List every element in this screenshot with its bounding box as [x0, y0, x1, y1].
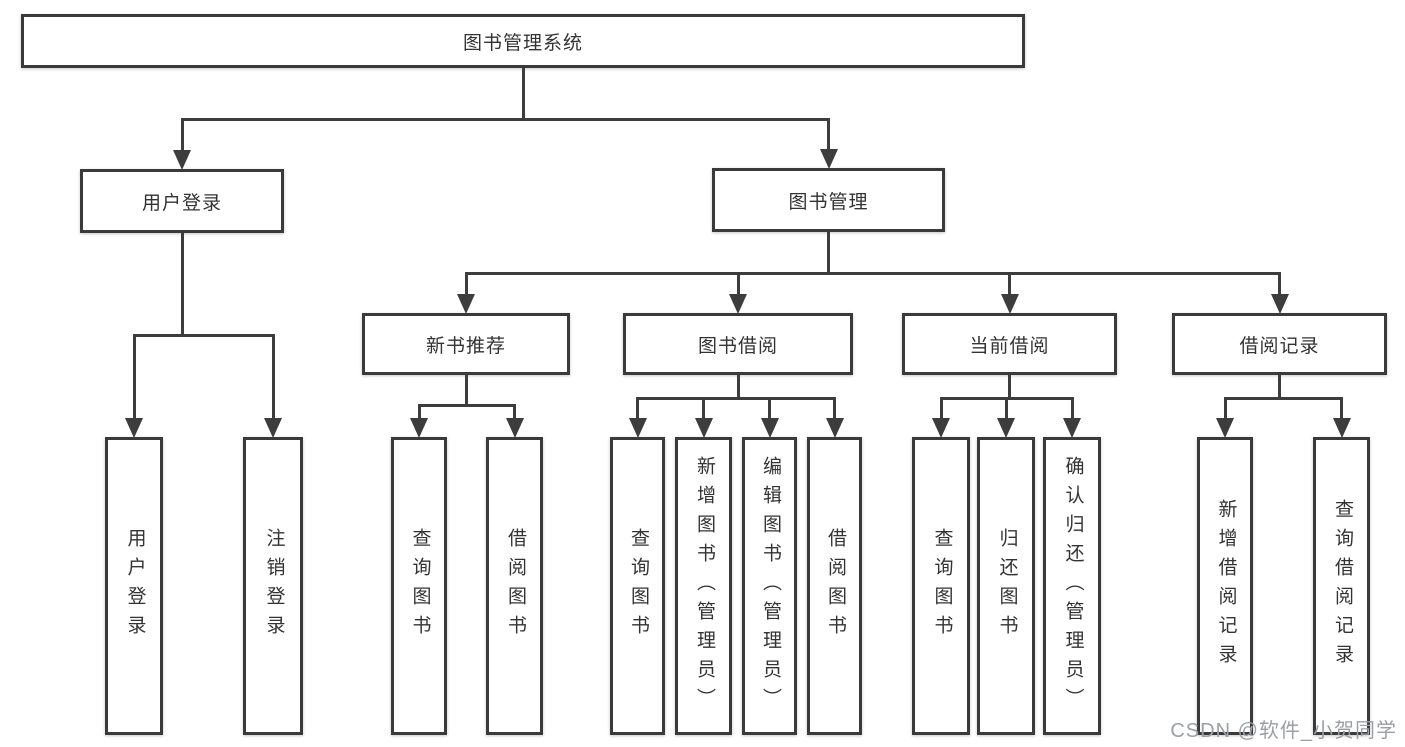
- connector-line: [1070, 398, 1074, 421]
- arrow-down-icon: [505, 418, 524, 438]
- node-system: 图书管理系统: [21, 14, 1025, 68]
- connector-line: [702, 398, 705, 421]
- arrow-down-icon: [760, 418, 779, 438]
- arrow-down-icon: [1332, 418, 1351, 438]
- node-label: 归还图书: [996, 528, 1018, 644]
- node-label: 确认归还（管理员）: [1062, 455, 1084, 717]
- node-label: 图书借阅: [697, 335, 778, 357]
- connector-line: [464, 375, 468, 405]
- node-bb-query-books: 查询图书: [610, 437, 665, 735]
- arrow-down-icon: [1000, 294, 1019, 314]
- connector-line: [464, 273, 468, 297]
- connector-line: [1008, 273, 1011, 297]
- connector-line: [1004, 398, 1008, 421]
- arrow-down-icon: [729, 294, 747, 314]
- connector-line: [180, 117, 830, 121]
- node-label: 查询借阅记录: [1331, 499, 1353, 673]
- node-cb-query-books: 查询图书: [912, 437, 970, 735]
- arrow-down-icon: [173, 150, 191, 170]
- arrow-down-icon: [1063, 418, 1081, 438]
- node-book-borrowing: 图书借阅: [623, 313, 853, 375]
- node-label: 借阅记录: [1239, 335, 1320, 357]
- node-label: 新增借阅记录: [1215, 499, 1237, 673]
- node-label: 借阅图书: [504, 528, 526, 644]
- connector-line: [417, 405, 421, 421]
- connector-line: [1278, 375, 1281, 398]
- node-current-borrowing: 当前借阅: [902, 313, 1117, 375]
- node-label: 注销登录: [263, 528, 285, 644]
- arrow-down-icon: [825, 418, 844, 438]
- arrow-down-icon: [125, 418, 143, 438]
- node-cb-confirm-return: 确认归还（管理员）: [1043, 437, 1101, 735]
- connector-line: [736, 273, 740, 297]
- connector-line: [271, 335, 275, 421]
- connector-line: [464, 271, 1281, 275]
- connector-line: [1008, 375, 1011, 398]
- node-cb-return-books: 归还图书: [977, 437, 1035, 735]
- connector-line: [521, 68, 525, 119]
- node-label: 新书推荐: [425, 335, 506, 357]
- node-bb-edit-books: 编辑图书（管理员）: [742, 437, 797, 735]
- node-label: 当前借阅: [969, 335, 1050, 357]
- connector-line: [939, 398, 943, 421]
- arrow-down-icon: [819, 149, 838, 169]
- node-label: 图书管理系统: [462, 32, 583, 54]
- node-bb-borrow-books: 借阅图书: [807, 437, 862, 735]
- node-label: 编辑图书（管理员）: [759, 455, 781, 717]
- node-br-query-record: 查询借阅记录: [1313, 437, 1370, 735]
- node-new-book-recommend: 新书推荐: [362, 313, 570, 375]
- node-label: 图书管理: [788, 191, 869, 213]
- connector-line: [636, 396, 836, 400]
- connector-line: [1223, 396, 1343, 400]
- node-label: 查询图书: [627, 528, 649, 644]
- arrow-down-icon: [410, 418, 428, 438]
- node-user-login-action: 用户登录: [105, 437, 163, 735]
- connector-line: [180, 233, 184, 335]
- arrow-down-icon: [694, 418, 713, 438]
- node-label: 借阅图书: [824, 528, 846, 644]
- node-label: 用户登录: [124, 528, 146, 644]
- csdn-watermark: CSDN @软件_小贺同学: [1170, 720, 1397, 742]
- connector-line: [1340, 398, 1343, 421]
- arrow-down-icon: [628, 418, 647, 438]
- node-nb-query-books: 查询图书: [391, 437, 447, 735]
- arrow-down-icon: [457, 294, 475, 314]
- connector-line: [827, 232, 830, 273]
- node-book-management: 图书管理: [712, 168, 945, 232]
- arrow-down-icon: [1216, 418, 1234, 438]
- connector-line: [132, 335, 136, 421]
- node-user-login: 用户登录: [80, 169, 284, 233]
- node-borrow-records: 借阅记录: [1172, 313, 1387, 375]
- node-label: 查询图书: [409, 528, 431, 644]
- connector-line: [768, 398, 771, 421]
- connector-line: [1278, 273, 1281, 297]
- node-label: 用户登录: [141, 192, 222, 214]
- connector-line: [636, 398, 639, 421]
- connector-line: [1223, 398, 1227, 421]
- connector-line: [180, 119, 184, 153]
- arrow-down-icon: [932, 418, 950, 438]
- connector-line: [513, 405, 516, 421]
- node-nb-borrow-books: 借阅图书: [486, 437, 543, 735]
- arrow-down-icon: [264, 418, 282, 438]
- node-bb-add-books: 新增图书（管理员）: [675, 437, 732, 735]
- connector-line: [833, 398, 836, 421]
- arrow-down-icon: [997, 418, 1015, 438]
- node-logout-action: 注销登录: [243, 437, 303, 735]
- connector-line: [417, 403, 516, 407]
- node-br-add-record: 新增借阅记录: [1197, 437, 1253, 735]
- node-label: 查询图书: [931, 528, 953, 644]
- connector-line: [132, 333, 275, 337]
- arrow-down-icon: [1270, 294, 1289, 314]
- node-label: 新增图书（管理员）: [693, 455, 715, 717]
- connector-line: [736, 375, 740, 398]
- connector-line: [827, 119, 830, 152]
